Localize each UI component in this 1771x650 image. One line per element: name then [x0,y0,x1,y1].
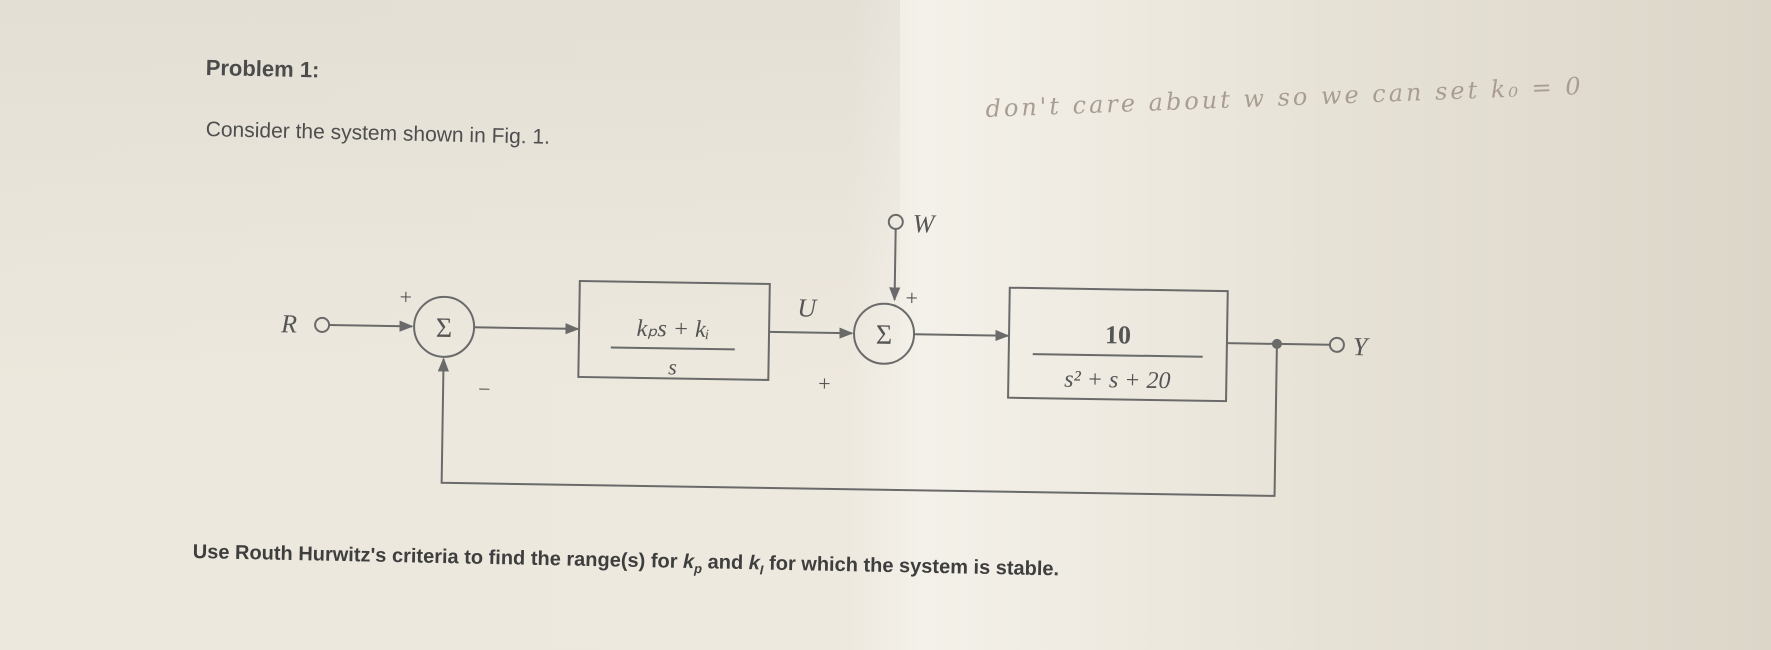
control-signal-label-u: U [797,293,818,322]
output-label-y: Y [1353,332,1370,361]
disturbance-label-w: W [913,209,937,238]
disturbance-terminal [887,213,904,230]
sum2-plus-left-sign: + [818,371,831,396]
sum2-plus-top-sign: + [905,285,918,310]
output-terminal [1328,336,1345,353]
question-and-text: and [701,551,749,575]
sum-symbol-2: Σ [876,320,893,351]
controller-numerator: kₚs + kᵢ [636,316,709,343]
input-label-r: R [280,309,297,338]
controller-denominator: s [668,354,677,379]
input-signal-line [329,320,414,332]
plant-denominator: s² + s + 20 [1064,367,1171,395]
sum1-plus-sign: + [399,284,412,309]
input-terminal [314,316,331,333]
controller-fraction-bar [610,346,735,351]
disturbance-signal-line [889,228,901,302]
plant-input-line [914,329,1010,342]
ki-symbol: k [748,552,761,575]
plant-fraction-bar [1032,353,1203,358]
error-signal-line [474,323,580,335]
feedback-path [437,343,1278,497]
plant-numerator: 10 [1105,320,1131,349]
sum1-minus-sign: − [478,376,491,401]
sum-symbol-1: Σ [436,313,453,344]
control-signal-line [769,327,854,339]
question-tail-text: for which the system is stable. [763,552,1060,581]
plant-block [1007,286,1229,403]
